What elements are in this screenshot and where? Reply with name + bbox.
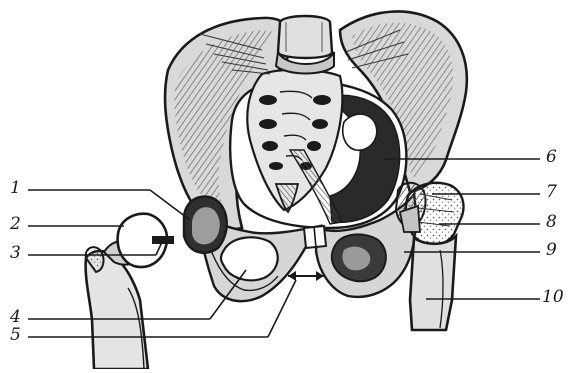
label-5: 5 — [10, 327, 21, 344]
label-1: 1 — [10, 180, 21, 197]
right-femur-shaft — [410, 236, 456, 330]
label-6: 6 — [546, 149, 557, 166]
left-femur — [86, 214, 174, 369]
label-2: 2 — [10, 216, 21, 233]
label-4: 4 — [10, 309, 21, 326]
label-3: 3 — [10, 245, 21, 262]
label-8: 8 — [546, 214, 557, 231]
label-10: 10 — [542, 289, 564, 306]
label-9: 9 — [546, 242, 557, 259]
left-obturator-membrane — [221, 237, 278, 280]
ligament-of-head — [152, 236, 174, 244]
label-7: 7 — [546, 184, 557, 201]
